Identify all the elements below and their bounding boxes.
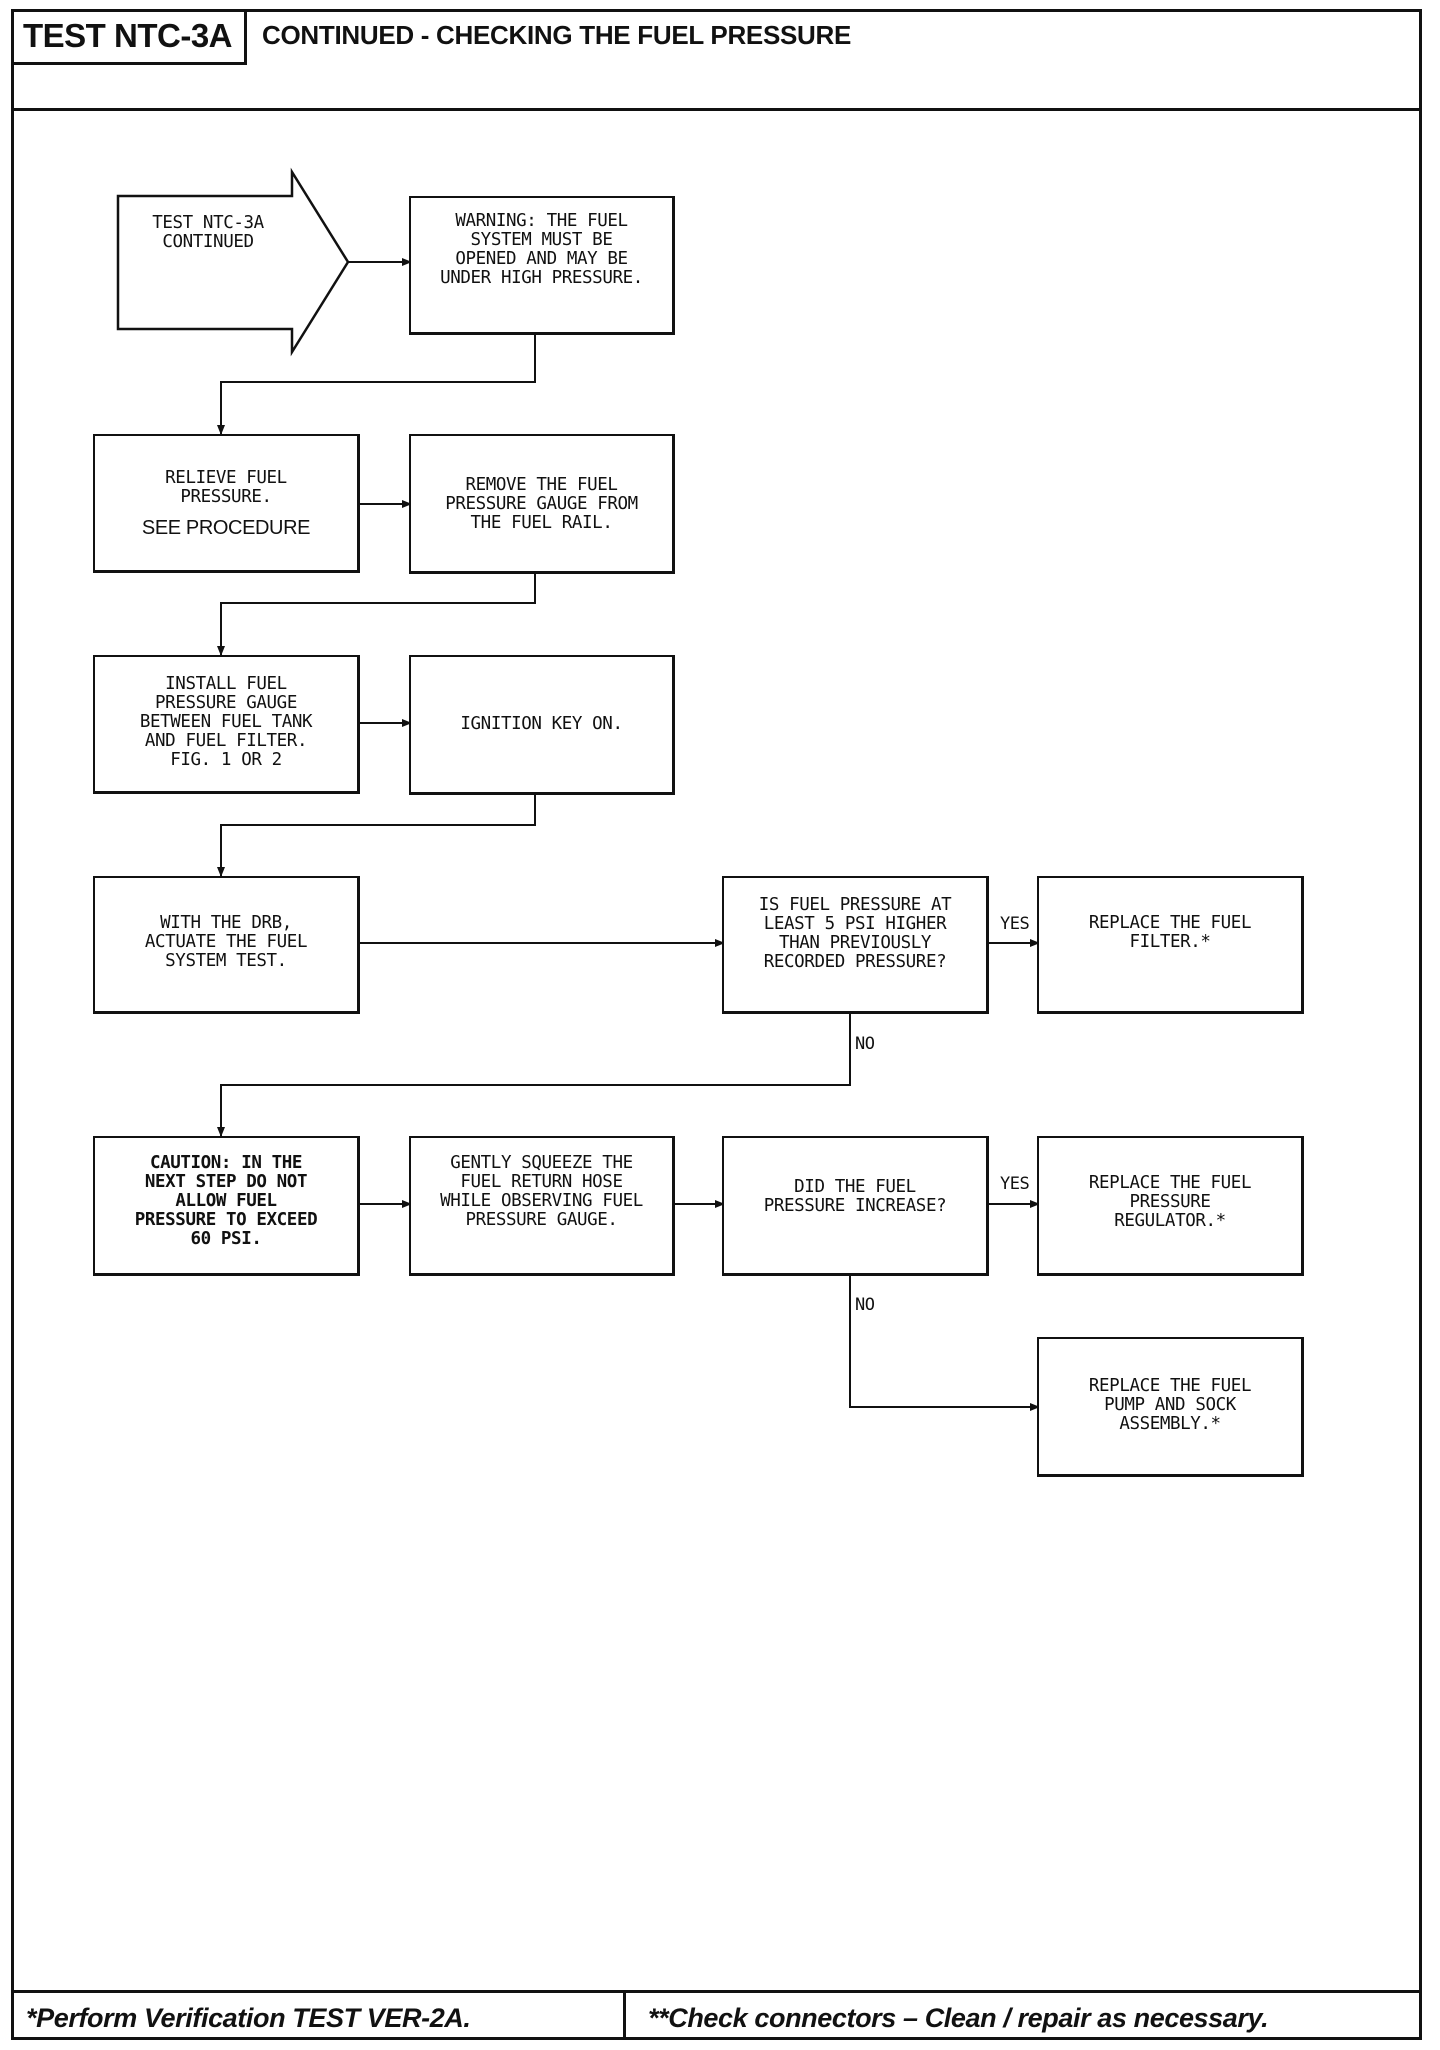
page-title: CONTINUED - CHECKING THE FUEL PRESSURE bbox=[262, 20, 852, 50]
footer-verification-note: *Perform Verification TEST VER-2A. bbox=[26, 2003, 471, 2033]
replace-regulator-box: REPLACE THE FUEL PRESSURE REGULATOR.* bbox=[1037, 1136, 1304, 1276]
caution-box: CAUTION: IN THE NEXT STEP DO NOT ALLOW F… bbox=[93, 1136, 360, 1276]
connector-no-caution bbox=[217, 1014, 851, 1137]
actuate-test-box: WITH THE DRB, ACTUATE THE FUEL SYSTEM TE… bbox=[93, 876, 360, 1014]
pressure-increase-question-box: DID THE FUEL PRESSURE INCREASE? bbox=[722, 1136, 989, 1276]
relieve-pressure-text: RELIEVE FUEL PRESSURE. bbox=[165, 468, 287, 507]
relieve-pressure-box: RELIEVE FUEL PRESSURE. SEE PROCEDURE bbox=[93, 434, 360, 573]
connector-warning-relieve bbox=[217, 334, 536, 435]
footer-connectors-note: **Check connectors – Clean / repair as n… bbox=[648, 2003, 1269, 2033]
start-arrow-shape bbox=[116, 167, 350, 357]
connector-ignition-actuate bbox=[217, 794, 536, 877]
no-label-caution: NO bbox=[855, 1034, 875, 1054]
warning-box: WARNING: THE FUEL SYSTEM MUST BE OPENED … bbox=[409, 196, 675, 335]
page-frame bbox=[11, 9, 1422, 2040]
replace-pump-box: REPLACE THE FUEL PUMP AND SOCK ASSEMBLY.… bbox=[1037, 1337, 1304, 1477]
pressure-question-box: IS FUEL PRESSURE AT LEAST 5 PSI HIGHER T… bbox=[722, 876, 989, 1014]
no-label-pump: NO bbox=[855, 1295, 875, 1315]
footer-column-divider bbox=[623, 1993, 626, 2040]
yes-label-regulator: YES bbox=[1000, 1174, 1030, 1194]
see-procedure-text: SEE PROCEDURE bbox=[141, 517, 311, 539]
test-id-label: TEST NTC-3A bbox=[11, 9, 247, 65]
squeeze-hose-box: GENTLY SQUEEZE THE FUEL RETURN HOSE WHIL… bbox=[409, 1136, 675, 1276]
yes-label-filter: YES bbox=[1000, 914, 1030, 934]
ignition-key-box: IGNITION KEY ON. bbox=[409, 655, 675, 795]
start-node-text: TEST NTC-3A CONTINUED bbox=[152, 213, 264, 252]
header-divider bbox=[11, 108, 1422, 111]
remove-gauge-box: REMOVE THE FUEL PRESSURE GAUGE FROM THE … bbox=[409, 434, 675, 574]
footer-divider bbox=[11, 1990, 1422, 1993]
replace-filter-box: REPLACE THE FUEL FILTER.* bbox=[1037, 876, 1304, 1014]
install-gauge-box: INSTALL FUEL PRESSURE GAUGE BETWEEN FUEL… bbox=[93, 655, 360, 794]
connector-remove-install bbox=[217, 574, 536, 656]
connector-no-pump bbox=[849, 1275, 1040, 1411]
